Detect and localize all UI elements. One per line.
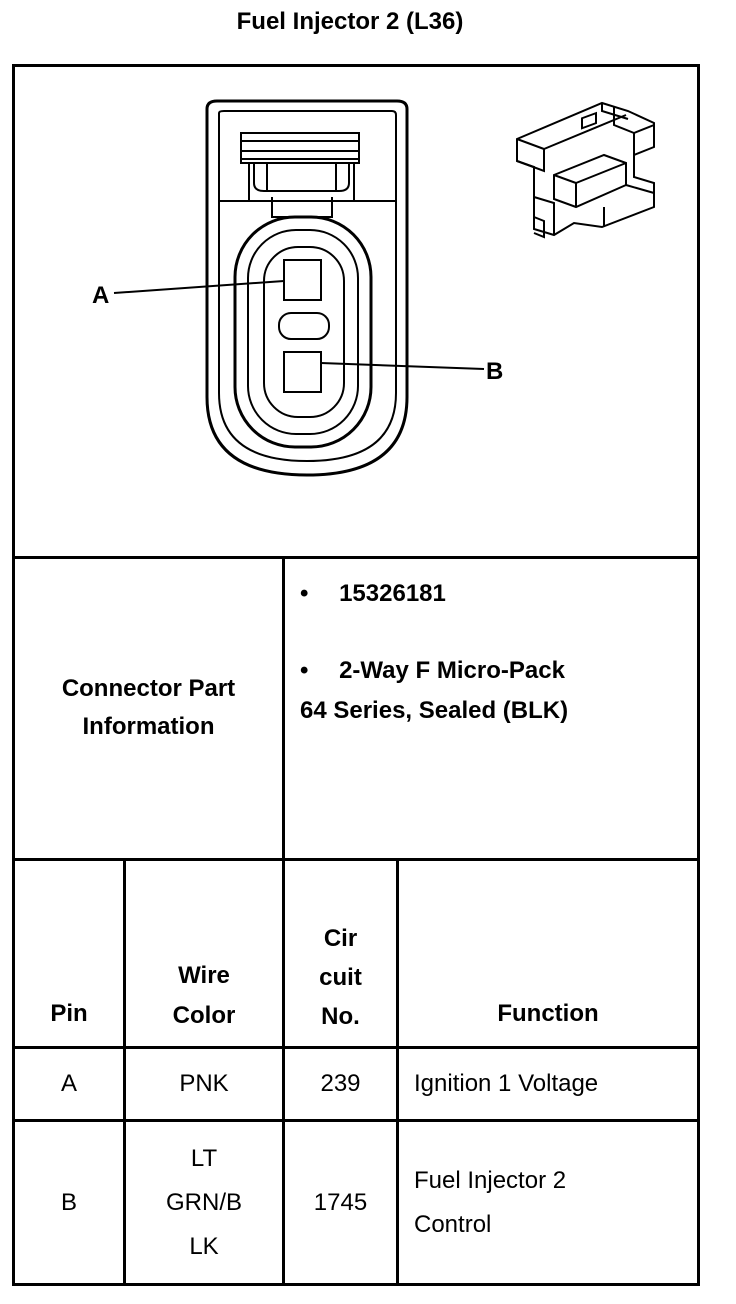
header-wire-color: Wire Color [172, 962, 236, 1029]
part-number-line: • 15326181 [300, 580, 446, 608]
description-line1: • 2-Way F Micro-Pack [300, 657, 565, 685]
connector-info-label-line2: Information [82, 713, 215, 740]
table-divider-circuit-column [396, 860, 399, 1286]
row-b-pin: B [60, 1188, 77, 1216]
connector-face-drawing: A B [92, 99, 655, 477]
header-circuit-number: Cir cuit No. [319, 924, 362, 1030]
row-a-pin: A [60, 1070, 77, 1097]
connector-description-line1: 2-Way F Micro-Pack [339, 657, 565, 684]
table-border-top [14, 64, 700, 67]
table-border-right [697, 64, 700, 1286]
table-divider-pin-column [123, 860, 126, 1286]
connector-description-line2: 64 Series, Sealed (BLK) [300, 697, 569, 724]
part-number: 15326181 [339, 580, 446, 607]
connector-info-label: Connector Part Information [15, 558, 282, 858]
table-divider-diagram [14, 556, 700, 559]
header-function: Function [497, 1000, 599, 1027]
table-divider-row-a [14, 1119, 700, 1122]
pin-label-b: B [486, 358, 503, 385]
connector-diagram: A B [14, 67, 698, 557]
table-border-bottom [14, 1283, 700, 1286]
connector-info-label-line1: Connector Part [61, 675, 236, 702]
row-a-wire-color: PNK [179, 1070, 229, 1097]
row-a-circuit: 239 [320, 1070, 361, 1097]
row-b-circuit: 1745 [313, 1188, 368, 1216]
bullet-part-number: • [300, 580, 309, 607]
bullet-description: • [300, 657, 309, 684]
table-divider-info-column [282, 558, 285, 1286]
header-pin: Pin [50, 1000, 88, 1027]
row-a-function: Ignition 1 Voltage [414, 1070, 599, 1097]
table-divider-info [14, 858, 700, 861]
pin-label-a: A [92, 282, 109, 309]
table-divider-header [14, 1046, 700, 1049]
table-border-left [12, 64, 15, 1286]
row-b-function: Fuel Injector 2 Control [414, 1166, 567, 1238]
page-title: Fuel Injector 2 (L36) [236, 8, 464, 35]
row-b-wire-color: LT GRN/B LK [165, 1144, 242, 1260]
